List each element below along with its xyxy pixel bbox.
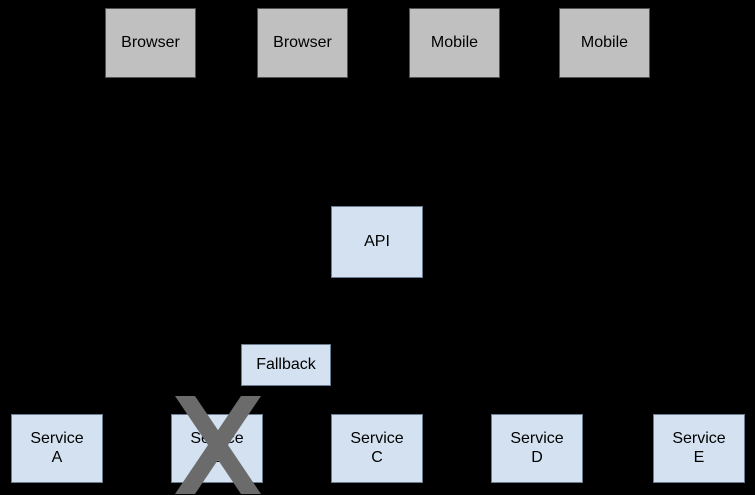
node-api[interactable]: API <box>331 206 423 278</box>
node-browser-1[interactable]: Browser <box>105 8 196 78</box>
node-api-label: API <box>364 232 390 250</box>
edge-api-mobile-1 <box>376 79 453 207</box>
edge-api-browser-1 <box>151 79 378 207</box>
node-service-d[interactable]: Service D <box>491 414 583 483</box>
node-service-e[interactable]: Service E <box>653 414 745 483</box>
node-fallback[interactable]: Fallback <box>241 344 331 386</box>
edge-api-service-e <box>376 277 699 413</box>
node-browser-2-label: Browser <box>273 33 332 51</box>
node-service-b-label: Service B <box>190 429 244 466</box>
edge-api-browser-2 <box>301 79 378 207</box>
node-service-d-label: Service D <box>510 429 564 466</box>
node-service-c[interactable]: Service C <box>331 414 423 483</box>
edge-api-fallback <box>321 277 378 344</box>
edge-api-service-d <box>376 277 538 413</box>
node-mobile-2[interactable]: Mobile <box>559 8 650 78</box>
node-service-a[interactable]: Service A <box>11 414 103 483</box>
node-service-a-label: Service A <box>30 429 84 466</box>
node-mobile-1[interactable]: Mobile <box>409 8 500 78</box>
node-browser-2[interactable]: Browser <box>257 8 348 78</box>
node-service-c-label: Service C <box>350 429 404 466</box>
node-service-b[interactable]: Service B <box>171 414 263 483</box>
node-mobile-1-label: Mobile <box>430 33 479 51</box>
node-service-e-label: Service E <box>672 429 726 466</box>
node-browser-1-label: Browser <box>121 33 180 51</box>
node-fallback-label: Fallback <box>256 355 316 373</box>
node-mobile-2-label: Mobile <box>580 33 629 51</box>
edge-api-mobile-2 <box>376 79 605 207</box>
